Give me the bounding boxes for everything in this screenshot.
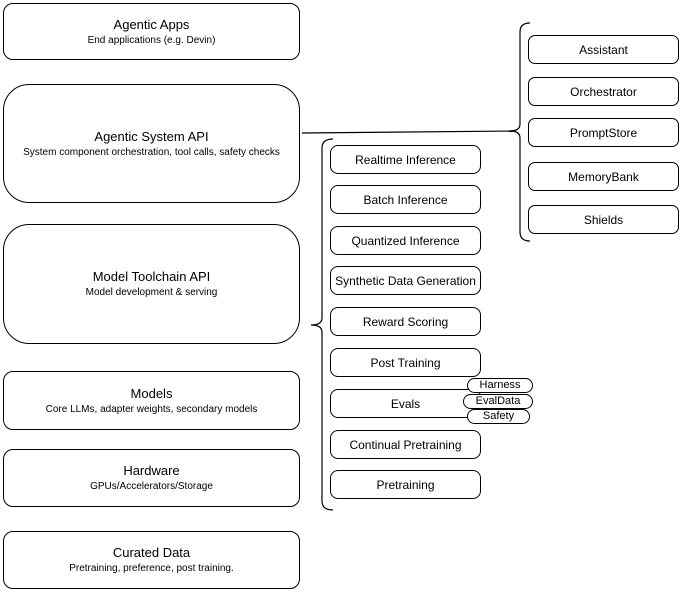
evals-tag-harness: Harness: [467, 378, 533, 393]
box-model-toolchain-api: Model Toolchain API Model development & …: [3, 224, 300, 344]
box-curated-data: Curated Data Pretraining, preference, po…: [3, 531, 300, 589]
system-item-assistant: Assistant: [528, 35, 679, 64]
system-group-brace: [509, 22, 531, 242]
system-item-orchestrator: Orchestrator: [528, 77, 679, 106]
box-subtitle: Pretraining, preference, post training.: [69, 563, 234, 574]
toolchain-item-synthetic-data-generation: Synthetic Data Generation: [330, 266, 481, 295]
box-title: Curated Data: [112, 545, 191, 560]
system-item-shields: Shields: [528, 205, 679, 234]
system-item-promptstore: PromptStore: [528, 118, 679, 147]
box-subtitle: Model development & serving: [85, 287, 218, 298]
box-title: Agentic Apps: [113, 16, 190, 32]
toolchain-item-continual-pretraining: Continual Pretraining: [330, 430, 481, 459]
box-title: Hardware: [123, 463, 180, 478]
evals-tag-evaldata: EvalData: [463, 394, 533, 409]
toolchain-item-realtime-inference: Realtime Inference: [330, 145, 481, 174]
toolchain-item-post-training: Post Training: [330, 348, 481, 377]
system-api-connector-line: [301, 130, 514, 134]
box-title: Agentic System API: [94, 128, 209, 144]
box-agentic-system-api: Agentic System API System component orch…: [3, 84, 300, 203]
box-agentic-apps: Agentic Apps End applications (e.g. Devi…: [3, 3, 300, 60]
box-subtitle: GPUs/Accelerators/Storage: [90, 481, 213, 492]
evals-tag-safety: Safety: [467, 409, 530, 424]
box-title: Models: [130, 385, 173, 401]
box-subtitle: Core LLMs, adapter weights, secondary mo…: [45, 403, 258, 415]
toolchain-item-pretraining: Pretraining: [330, 470, 481, 499]
box-subtitle: End applications (e.g. Devin): [87, 34, 216, 46]
box-models: Models Core LLMs, adapter weights, secon…: [3, 371, 300, 430]
toolchain-item-quantized-inference: Quantized Inference: [330, 226, 481, 255]
toolchain-item-reward-scoring: Reward Scoring: [330, 307, 481, 336]
system-item-memorybank: MemoryBank: [528, 162, 679, 191]
box-title: Model Toolchain API: [92, 269, 211, 284]
toolchain-item-evals: Evals: [330, 389, 481, 418]
box-hardware: Hardware GPUs/Accelerators/Storage: [3, 449, 300, 507]
box-subtitle: System component orchestration, tool cal…: [23, 146, 280, 158]
toolchain-item-batch-inference: Batch Inference: [330, 185, 481, 214]
